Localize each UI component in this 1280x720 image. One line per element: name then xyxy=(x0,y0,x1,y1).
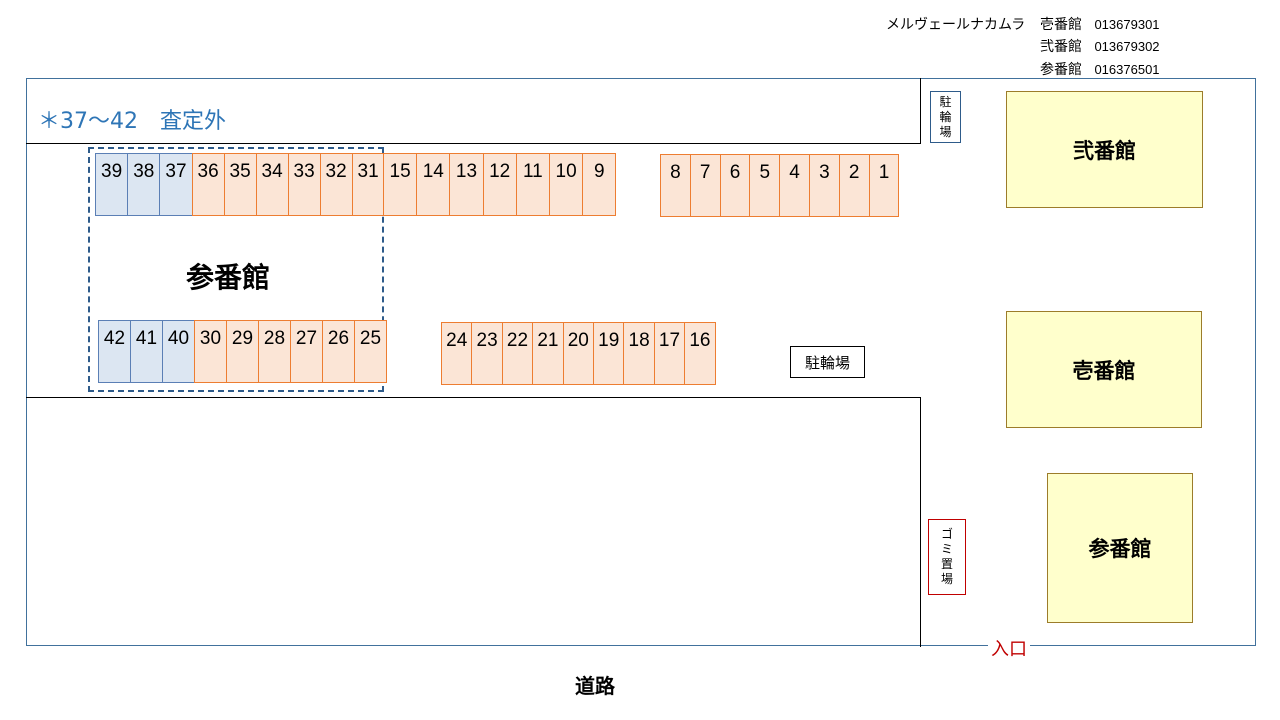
company-name: メルヴェールナカムラ xyxy=(886,17,1026,33)
zone-label: 参番館 xyxy=(186,261,271,294)
parking-slot-34: 34 xyxy=(255,153,289,216)
char: 駐 xyxy=(939,94,952,109)
parking-slot-15: 15 xyxy=(383,153,418,216)
parking-slot-17: 17 xyxy=(653,322,686,385)
header-code: 013679301 xyxy=(1094,17,1160,32)
header-row-2: 弐番館 013679302 xyxy=(1040,36,1160,56)
parking-slot-27: 27 xyxy=(290,320,323,383)
parking-slot-33: 33 xyxy=(287,153,321,216)
char: ミ xyxy=(940,542,953,556)
parking-slot-8: 8 xyxy=(660,154,691,217)
parking-slot-24: 24 xyxy=(441,322,473,385)
char: 置 xyxy=(940,557,953,571)
parking-slot-32: 32 xyxy=(319,153,353,216)
parking-slot-7: 7 xyxy=(689,154,721,217)
parking-slot-30: 30 xyxy=(194,320,227,383)
excluded-note: ＊37〜42 査定外 xyxy=(38,109,226,134)
parking-slot-2: 2 xyxy=(838,154,870,217)
parking-slot-35: 35 xyxy=(223,153,257,216)
parking-slot-3: 3 xyxy=(809,154,840,217)
divider-bottom xyxy=(26,397,920,398)
parking-slot-11: 11 xyxy=(515,153,550,216)
header-row-1: 壱番館 013679301 xyxy=(1040,14,1160,34)
parking-slot-20: 20 xyxy=(562,322,594,385)
parking-slot-18: 18 xyxy=(623,322,655,385)
parking-slot-6: 6 xyxy=(719,154,751,217)
parking-slot-37: 37 xyxy=(159,153,193,216)
divider-top xyxy=(26,143,920,144)
parking-slot-10: 10 xyxy=(549,153,584,216)
header-row-3: 参番館 016376501 xyxy=(1040,59,1160,79)
header-building: 壱番館 xyxy=(1040,17,1082,33)
parking-slot-13: 13 xyxy=(449,153,484,216)
header-company: メルヴェールナカムラ xyxy=(886,14,1025,34)
building-san-bankan: 参番館 xyxy=(1047,473,1193,623)
parking-slot-9: 9 xyxy=(582,153,617,216)
header-building: 参番館 xyxy=(1040,62,1082,78)
parking-slot-28: 28 xyxy=(258,320,291,383)
divider-top-vertical xyxy=(920,78,921,144)
parking-slot-23: 23 xyxy=(471,322,503,385)
parking-slot-41: 41 xyxy=(130,320,163,383)
char: ゴ xyxy=(940,527,953,541)
parking-lot-outline xyxy=(26,78,1256,646)
header-building: 弐番館 xyxy=(1040,39,1082,55)
garbage-area: ゴ ミ 置 場 xyxy=(928,519,966,595)
parking-slot-19: 19 xyxy=(593,322,625,385)
char: 輪 xyxy=(939,109,952,124)
san-bankan-zone xyxy=(88,147,384,392)
parking-slot-22: 22 xyxy=(501,322,534,385)
parking-slot-38: 38 xyxy=(127,153,161,216)
parking-slot-40: 40 xyxy=(162,320,195,383)
parking-slot-12: 12 xyxy=(482,153,517,216)
parking-slot-25: 25 xyxy=(354,320,387,383)
parking-slot-26: 26 xyxy=(322,320,355,383)
bicycle-parking-vertical: 駐 輪 場 xyxy=(930,91,961,143)
road-label: 道路 xyxy=(575,674,615,698)
building-ni-bankan: 弐番館 xyxy=(1006,91,1203,208)
parking-slot-4: 4 xyxy=(779,154,810,217)
parking-slot-36: 36 xyxy=(191,153,225,216)
parking-slot-5: 5 xyxy=(749,154,781,217)
parking-slot-1: 1 xyxy=(868,154,900,217)
char: 場 xyxy=(940,572,953,586)
divider-bottom-vertical xyxy=(920,397,921,647)
header-code: 013679302 xyxy=(1094,39,1160,54)
parking-slot-42: 42 xyxy=(98,320,131,383)
parking-slot-29: 29 xyxy=(226,320,259,383)
char: 場 xyxy=(939,124,952,139)
building-ichi-bankan: 壱番館 xyxy=(1006,311,1202,428)
parking-slot-14: 14 xyxy=(416,153,451,216)
parking-slot-21: 21 xyxy=(532,322,564,385)
entrance-label: 入口 xyxy=(988,635,1030,661)
parking-slot-16: 16 xyxy=(684,322,716,385)
bicycle-parking: 駐輪場 xyxy=(790,346,865,378)
parking-slot-31: 31 xyxy=(351,153,385,216)
header-code: 016376501 xyxy=(1094,62,1160,77)
parking-slot-39: 39 xyxy=(95,153,129,216)
